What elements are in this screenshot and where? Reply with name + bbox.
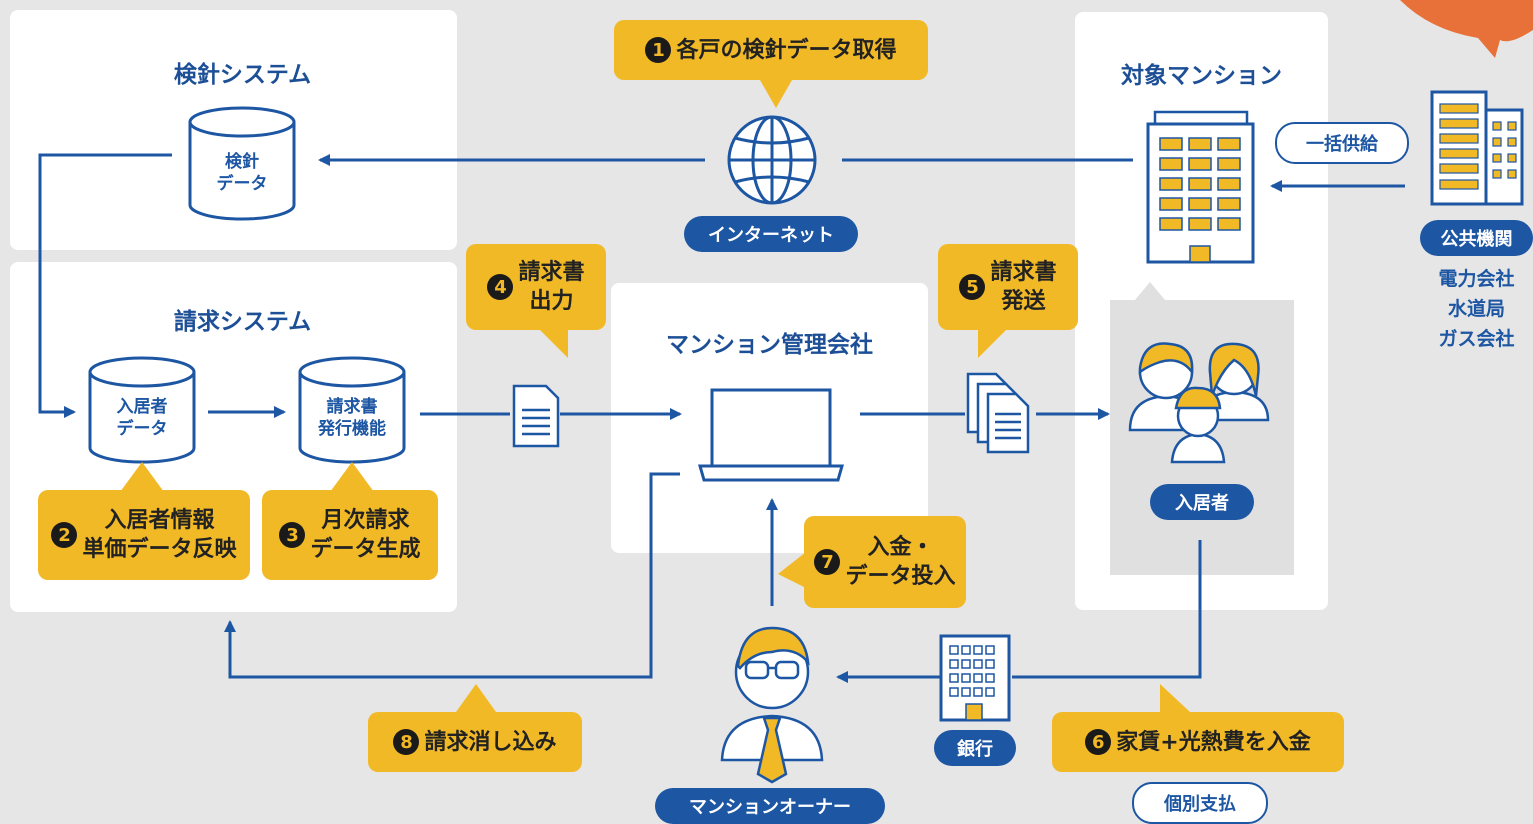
owner-pill: マンションオーナー bbox=[655, 788, 885, 824]
billing-system-title: 請求システム bbox=[173, 309, 312, 335]
step-4-number: 4 bbox=[487, 274, 514, 300]
billing-function-db-label: 請求書 発行機能 bbox=[318, 397, 386, 439]
laptop-icon bbox=[698, 388, 844, 482]
step-1-number: 1 bbox=[645, 37, 672, 63]
step-2-text: 入居者情報 単価データ反映 bbox=[82, 508, 237, 562]
document-icon bbox=[512, 384, 560, 448]
step-3-number: 3 bbox=[279, 522, 306, 548]
target-mansion-title: 対象マンション bbox=[1121, 63, 1282, 89]
step-3-callout: 3 月次請求 データ生成 bbox=[262, 490, 438, 580]
step-5-callout: 5 請求書 発送 bbox=[938, 244, 1078, 330]
public-agency-line-3: ガス会社 bbox=[1438, 328, 1515, 350]
internet-pill: インターネット bbox=[684, 216, 858, 252]
step-2-callout: 2 入居者情報 単価データ反映 bbox=[38, 490, 250, 580]
public-agency-line-1: 電力会社 bbox=[1438, 268, 1515, 290]
management-company-title: マンション管理会社 bbox=[666, 332, 873, 358]
step-7-text: 入金・ データ投入 bbox=[845, 535, 956, 589]
step-1-callout: 1 各戸の検針データ取得 bbox=[614, 20, 928, 80]
step-8-number: 8 bbox=[393, 729, 420, 755]
step-1-text: 各戸の検針データ取得 bbox=[676, 37, 897, 63]
step-7-callout: 7 入金・ データ投入 bbox=[804, 516, 966, 608]
billing-function-db-icon bbox=[298, 356, 406, 464]
residents-pill: 入居者 bbox=[1150, 484, 1254, 520]
owner-person-icon bbox=[720, 626, 824, 784]
bank-building-icon bbox=[939, 634, 1011, 722]
step-7-number: 7 bbox=[814, 549, 841, 575]
step-8-text: 請求消し込み bbox=[424, 729, 557, 755]
individual-payment-pill: 個別支払 bbox=[1132, 782, 1268, 824]
resident-data-db-icon bbox=[88, 356, 196, 464]
step-8-callout: 8 請求消し込み bbox=[368, 712, 582, 772]
residents-people-icon bbox=[1128, 342, 1270, 464]
step-6-callout: 6 家賃+光熱費を入金 bbox=[1052, 712, 1344, 772]
meter-data-db-label: 検針 データ bbox=[216, 152, 268, 194]
step-4-callout: 4 請求書 出力 bbox=[466, 244, 606, 330]
bulk-supply-pill: 一括供給 bbox=[1275, 122, 1409, 164]
resident-data-db-label: 入居者 データ bbox=[116, 397, 168, 439]
step-5-text: 請求書 発送 bbox=[990, 260, 1057, 314]
step-6-number: 6 bbox=[1085, 729, 1112, 755]
public-agency-pill: 公共機関 bbox=[1420, 220, 1533, 256]
orange-badge bbox=[1400, 0, 1533, 58]
public-agency-line-2: 水道局 bbox=[1447, 298, 1505, 320]
bank-pill: 銀行 bbox=[934, 730, 1016, 766]
document-stack-icon bbox=[966, 372, 1030, 454]
step-2-number: 2 bbox=[51, 522, 78, 548]
mansion-building-icon bbox=[1146, 110, 1255, 264]
step-4-text: 請求書 出力 bbox=[518, 260, 585, 314]
meter-data-db-icon bbox=[188, 106, 296, 221]
step-3-text: 月次請求 データ生成 bbox=[310, 508, 421, 562]
step-5-number: 5 bbox=[959, 274, 986, 300]
meter-system-title: 検針システム bbox=[173, 62, 312, 88]
public-agency-buildings-icon bbox=[1430, 90, 1524, 206]
step-6-text: 家賃+光熱費を入金 bbox=[1116, 729, 1311, 755]
globe-icon bbox=[727, 115, 817, 205]
